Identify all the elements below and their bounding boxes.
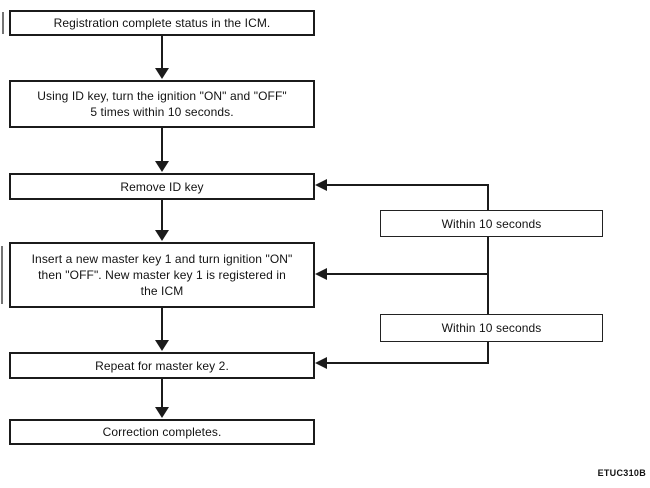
flow-box-correction-completes: Correction completes.	[9, 419, 315, 445]
arrow-stem	[161, 36, 163, 70]
scan-artifact	[1, 246, 3, 304]
flow-arrow-down-5	[155, 379, 169, 418]
arrow-stem	[325, 362, 489, 364]
flow-box-text: Registration complete status in the ICM.	[53, 16, 271, 30]
arrowhead-down-icon	[155, 161, 169, 172]
arrow-stem	[161, 128, 163, 163]
arrow-stem	[161, 379, 163, 409]
arrowhead-down-icon	[155, 68, 169, 79]
flow-arrow-down-4	[155, 308, 169, 351]
flow-box-text: Repeat for master key 2.	[95, 358, 229, 373]
arrow-stem	[161, 200, 163, 232]
arrowhead-left-icon	[315, 179, 327, 191]
loop-arrow-to-insert-key	[315, 268, 489, 280]
condition-box-text: Within 10 seconds	[441, 321, 542, 335]
arrowhead-left-icon	[315, 268, 327, 280]
flow-box-text: Remove ID key	[120, 179, 204, 194]
arrowhead-down-icon	[155, 407, 169, 418]
arrow-stem	[325, 273, 489, 275]
arrowhead-left-icon	[315, 357, 327, 369]
flow-box-repeat-master-key-2: Repeat for master key 2.	[9, 352, 315, 379]
arrowhead-down-icon	[155, 230, 169, 241]
arrowhead-down-icon	[155, 340, 169, 351]
flow-box-text: the ICM	[140, 284, 184, 298]
flow-box-registration-complete: Registration complete status in the ICM.	[9, 10, 315, 36]
arrow-stem	[325, 184, 489, 186]
flow-arrow-down-2	[155, 128, 169, 172]
condition-box-within-10-seconds-1: Within 10 seconds	[380, 210, 603, 237]
flow-box-insert-master-key-1: Insert a new master key 1 and turn ignit…	[9, 242, 315, 308]
figure-code: ETUC310B	[597, 468, 646, 478]
flow-box-ignition-cycle: Using ID key, turn the ignition "ON" and…	[9, 80, 315, 128]
flow-box-text: Insert a new master key 1 and turn ignit…	[31, 252, 293, 266]
flow-box-text: Correction completes.	[102, 425, 222, 439]
loop-arrow-to-remove-key	[315, 179, 489, 191]
arrow-stem	[161, 308, 163, 342]
condition-box-text: Within 10 seconds	[441, 216, 542, 231]
flow-arrow-down-1	[155, 36, 169, 79]
loop-arrow-to-repeat	[315, 357, 489, 369]
scan-artifact	[2, 12, 4, 34]
flow-box-text: 5 times within 10 seconds.	[90, 105, 234, 119]
flow-box-remove-id-key: Remove ID key	[9, 173, 315, 200]
flow-box-text: then "OFF". New master key 1 is register…	[38, 268, 286, 282]
flow-arrow-down-3	[155, 200, 169, 241]
condition-box-within-10-seconds-2: Within 10 seconds	[380, 314, 603, 342]
flow-box-text: Using ID key, turn the ignition "ON" and…	[37, 89, 287, 103]
